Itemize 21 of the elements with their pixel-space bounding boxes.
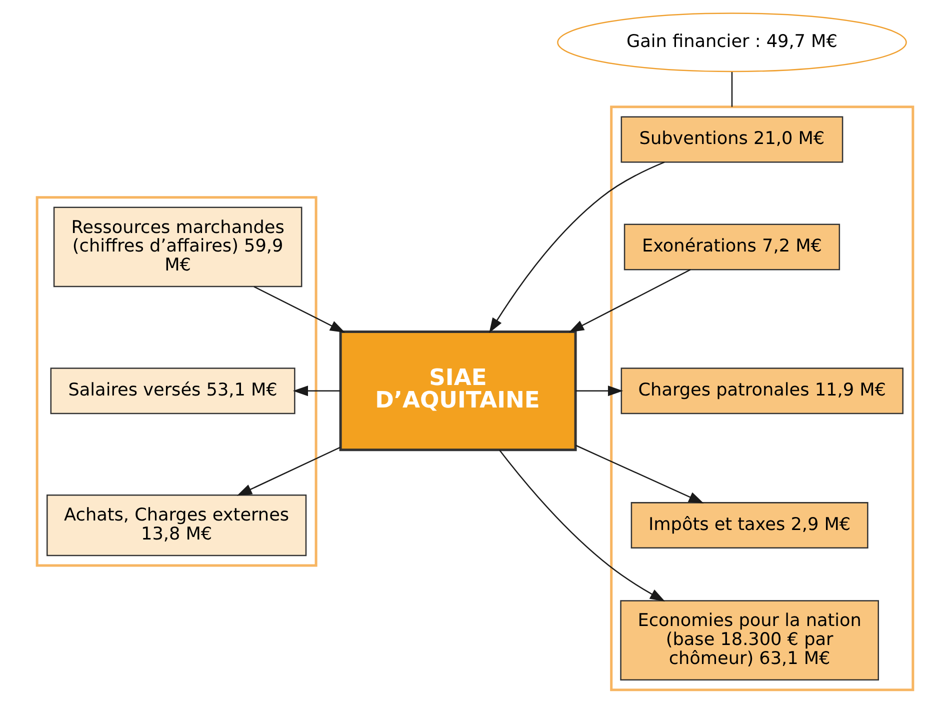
cluster <box>35 196 317 567</box>
arrow <box>575 386 623 396</box>
node-box: Salaires versés 53,1 M€ <box>50 368 295 414</box>
node-box: Exonérations 7,2 M€ <box>623 224 840 270</box>
arrow <box>236 446 340 496</box>
node-box: Ressources marchandes (chiffres d’affaires) 59,9 M€ <box>52 206 302 288</box>
cluster <box>610 106 914 692</box>
node-box: Impôts et taxes 2,9 M€ <box>630 502 868 549</box>
node-box: SIAE D’AQUITAINE <box>338 330 576 452</box>
arrow <box>292 386 340 396</box>
arrow <box>253 286 345 333</box>
node-box: Charges patronales 11,9 M€ <box>620 368 903 414</box>
node-box: Achats, Charges externes 13,8 M€ <box>46 494 306 556</box>
node-ellipse: Gain financier : 49,7 M€ <box>556 12 906 72</box>
connector <box>730 72 732 107</box>
arrow <box>488 162 664 334</box>
node-box: Subventions 21,0 M€ <box>620 116 843 163</box>
arrow <box>498 450 665 602</box>
arrow <box>575 444 704 504</box>
node-box: Economies pour la nation (base 18.300 € par chômeur) 63,1 M€ <box>620 600 878 680</box>
arrow <box>568 269 690 332</box>
